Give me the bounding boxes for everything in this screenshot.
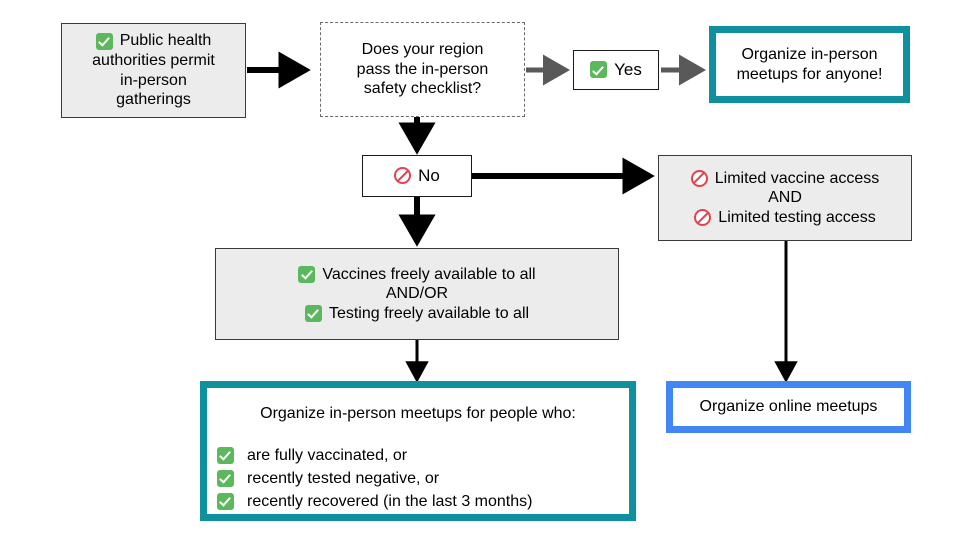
bullet-text-1: are fully vaccinated, or [247,446,408,464]
prohibited-icon [394,167,412,185]
conditional-meetups-heading: Organize in-person meetups for people wh… [260,405,576,422]
node-organize-online-meetups[interactable]: Organize online meetups [666,381,911,433]
prohibited-icon [694,209,712,226]
no-row: No [394,166,440,187]
white-check-mark-icon [304,305,322,322]
list-item: recently recovered (in the last 3 months… [217,490,532,513]
public-health-text-3: in-person [120,71,187,89]
list-item: recently tested negative, or [217,467,439,490]
yes-label: Yes [614,59,642,79]
limited-vaccine-text: Limited vaccine access [714,169,880,187]
meetups-anyone-text-2: meetups for anyone! [736,65,883,83]
checklist-text-3: safety checklist? [363,80,482,98]
white-check-mark-icon [590,61,608,79]
node-checklist-question[interactable]: Does your region pass the in-person safe… [320,22,525,117]
meetups-anyone-text-1: Organize in-person [741,45,878,63]
node-freely-available[interactable]: Vaccines freely available to all AND/OR … [215,248,619,340]
white-check-mark-icon [298,265,316,283]
freely-available-row-1: Vaccines freely available to all [298,265,536,285]
checklist-text-2: pass the in-person [356,60,489,78]
online-meetups-label: Organize online meetups [699,398,878,416]
bullet-text-2: recently tested negative, or [247,469,440,487]
node-organize-meetups-anyone[interactable]: Organize in-person meetups for anyone! [709,26,910,103]
freely-available-andor: AND/OR [385,285,449,303]
testing-available-text: Testing freely available to all [328,304,530,322]
public-health-text-1: Public health [119,32,212,50]
node-no[interactable]: No [362,155,472,197]
limited-access-row-3: Limited testing access [694,208,876,228]
limited-access-row-1: Limited vaccine access [690,169,880,189]
freely-available-row-3: Testing freely available to all [304,304,530,324]
prohibited-icon [690,169,708,187]
yes-row: Yes [590,60,642,81]
conditional-meetups-bullets: are fully vaccinated, or recently tested… [207,444,532,514]
public-health-line-1: Public health [95,31,212,51]
node-limited-access[interactable]: Limited vaccine access AND Limited testi… [658,155,912,241]
white-check-mark-icon [217,446,234,464]
node-public-health-authorities[interactable]: Public health authorities permit in-pers… [61,23,246,118]
no-label: No [418,165,440,185]
white-check-mark-icon [217,469,234,487]
white-check-mark-icon [217,492,234,510]
list-item: are fully vaccinated, or [217,444,407,467]
public-health-text-2: authorities permit [92,51,215,69]
bullet-text-3: recently recovered (in the last 3 months… [247,492,533,510]
checklist-text-1: Does your region [361,41,484,59]
node-organize-meetups-conditional[interactable]: Organize in-person meetups for people wh… [200,381,636,521]
vaccines-available-text: Vaccines freely available to all [322,265,536,283]
limited-access-and: AND [768,189,802,207]
node-yes[interactable]: Yes [573,50,659,90]
limited-testing-text: Limited testing access [718,208,876,226]
white-check-mark-icon [95,32,113,50]
public-health-text-4: gatherings [116,91,191,109]
